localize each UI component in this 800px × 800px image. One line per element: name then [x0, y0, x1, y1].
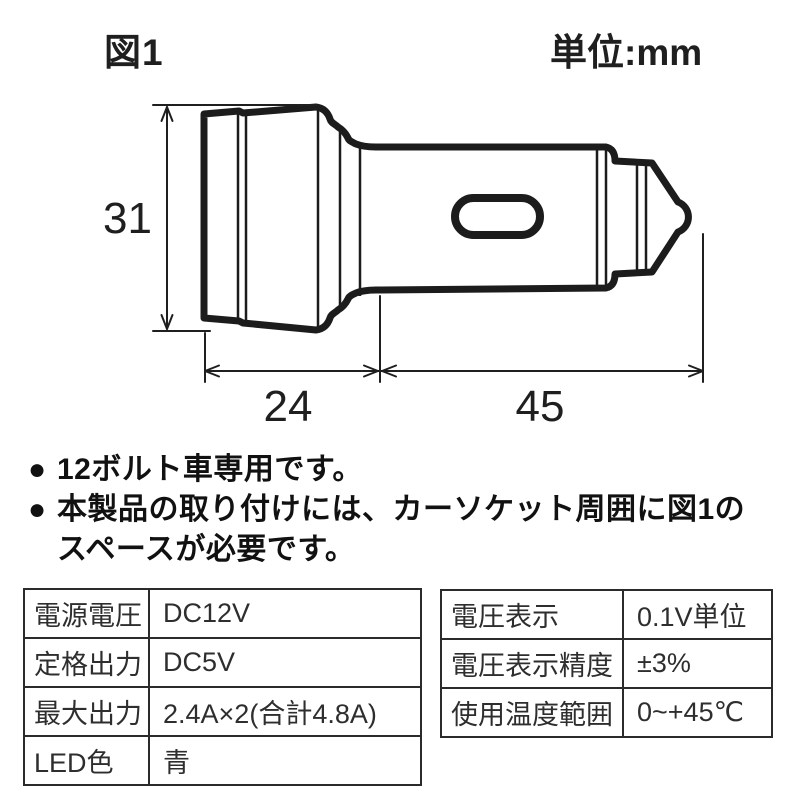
spec-label: 電圧表示 — [442, 591, 624, 638]
spec-label: LED色 — [25, 737, 150, 784]
note-item: ● 12ボルト車専用です。 — [28, 450, 773, 490]
charger-led-window — [451, 194, 544, 239]
spec-value: DC12V — [163, 598, 251, 628]
charger-outline — [200, 103, 692, 334]
spec-label: 電源電圧 — [25, 590, 150, 637]
bullet-icon: ● — [28, 453, 47, 486]
spec-value: 2.4A×2(合計4.8A) — [163, 699, 377, 729]
table-row: 使用温度範囲 0~+45℃ — [442, 689, 771, 736]
table-row: 電圧表示精度 ±3% — [442, 640, 771, 689]
spec-label: 定格出力 — [25, 639, 150, 686]
dim-body-label: 45 — [516, 382, 565, 431]
spec-value: 0~+45℃ — [637, 697, 744, 727]
spec-label: 最大出力 — [25, 688, 150, 735]
charger-groove-lines — [236, 109, 648, 328]
notes-list: ● 12ボルト車専用です。 ● 本製品の取り付けには、カーソケット周囲に図1のス… — [28, 450, 773, 570]
unit-label: 単位:mm — [550, 32, 703, 73]
spec-label: 使用温度範囲 — [442, 689, 624, 736]
charger-dimension-diagram: 31 24 45 — [103, 103, 704, 431]
spec-value: ±3% — [637, 648, 691, 678]
note-text: 12ボルト車専用です。 — [57, 453, 363, 486]
spec-table-right: 電圧表示 0.1V単位 電圧表示精度 ±3% 使用温度範囲 0~+45℃ — [440, 589, 773, 738]
table-row: 定格出力 DC5V — [25, 639, 420, 688]
table-row: 電源電圧 DC12V — [25, 590, 420, 639]
bullet-icon: ● — [28, 493, 47, 526]
dim-plug-label: 24 — [264, 382, 313, 431]
spec-value: 青 — [163, 748, 190, 778]
dim-height-label: 31 — [103, 194, 152, 243]
spec-table-left: 電源電圧 DC12V 定格出力 DC5V 最大出力 2.4A×2(合計4.8A)… — [23, 588, 422, 786]
spec-value: DC5V — [163, 647, 236, 677]
dimension-lines — [152, 104, 704, 383]
note-text: 本製品の取り付けには、カーソケット周囲に図1のスペースが必要です。 — [57, 493, 746, 566]
spec-value: 0.1V単位 — [637, 602, 747, 632]
table-row: 最大出力 2.4A×2(合計4.8A) — [25, 688, 420, 737]
note-item: ● 本製品の取り付けには、カーソケット周囲に図1のスペースが必要です。 — [28, 490, 773, 570]
table-row: LED色 青 — [25, 737, 420, 784]
figure-label: 図1 — [104, 32, 164, 73]
spec-label: 電圧表示精度 — [442, 640, 624, 687]
table-row: 電圧表示 0.1V単位 — [442, 591, 771, 640]
